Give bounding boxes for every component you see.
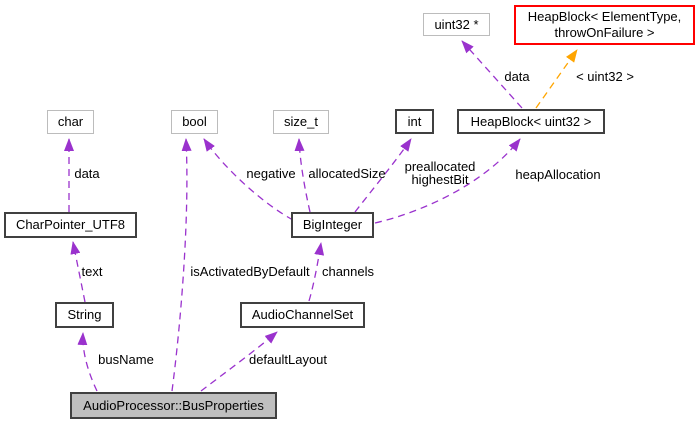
node-biginteger[interactable]: BigInteger — [291, 212, 374, 238]
edge-label-channels: channels — [321, 264, 375, 279]
node-int[interactable]: int — [395, 109, 434, 134]
node-audiochannelset[interactable]: AudioChannelSet — [240, 302, 365, 328]
node-charpointer-utf8[interactable]: CharPointer_UTF8 — [4, 212, 137, 238]
node-heapblock-template-line2: throwOnFailure > — [554, 25, 655, 40]
node-uint32-ptr: uint32 * — [423, 13, 490, 36]
edge-allocatedsize — [294, 138, 311, 213]
node-heapblock-template[interactable]: HeapBlock< ElementType, throwOnFailure > — [514, 5, 695, 45]
edge-isactivatedbydefault — [171, 138, 192, 392]
edge-heapallocation — [374, 138, 521, 224]
edge-label-isactivatedbydefault: isActivatedByDefault — [190, 264, 310, 279]
edge-negative — [203, 138, 294, 221]
edge-label-busname: busName — [98, 352, 154, 367]
edge-channels — [308, 242, 325, 302]
edge-label-preallocated-line2: highestBit — [411, 172, 469, 188]
edge-text — [70, 241, 86, 303]
node-char: char — [47, 110, 94, 134]
edge-label-template-instantiation: < uint32 > — [576, 69, 634, 84]
edge-label-negative: negative — [246, 166, 296, 181]
edge-busname — [77, 332, 98, 392]
node-string[interactable]: String — [55, 302, 114, 328]
edge-template-instantiation — [535, 49, 578, 109]
node-size-t: size_t — [273, 110, 329, 134]
node-heapblock-uint32[interactable]: HeapBlock< uint32 > — [457, 109, 605, 134]
node-busproperties-current: AudioProcessor::BusProperties — [70, 392, 277, 419]
edge-defaultlayout — [200, 331, 278, 392]
edge-label-text: text — [81, 264, 103, 279]
edge-data-uint32 — [461, 40, 523, 109]
edge-label-preallocated-line1: preallocated — [404, 159, 476, 174]
edge-label-data-char: data — [74, 166, 100, 181]
edge-label-heapallocation: heapAllocation — [515, 167, 601, 182]
edge-label-allocatedsize: allocatedSize — [308, 166, 386, 181]
edge-label-preallocated-highestbit: preallocated highestBit — [405, 160, 476, 187]
edge-label-defaultlayout: defaultLayout — [248, 352, 328, 367]
node-bool: bool — [171, 110, 218, 134]
node-heapblock-template-line1: HeapBlock< ElementType, — [527, 9, 682, 25]
edge-label-data-uint32: data — [504, 69, 530, 84]
